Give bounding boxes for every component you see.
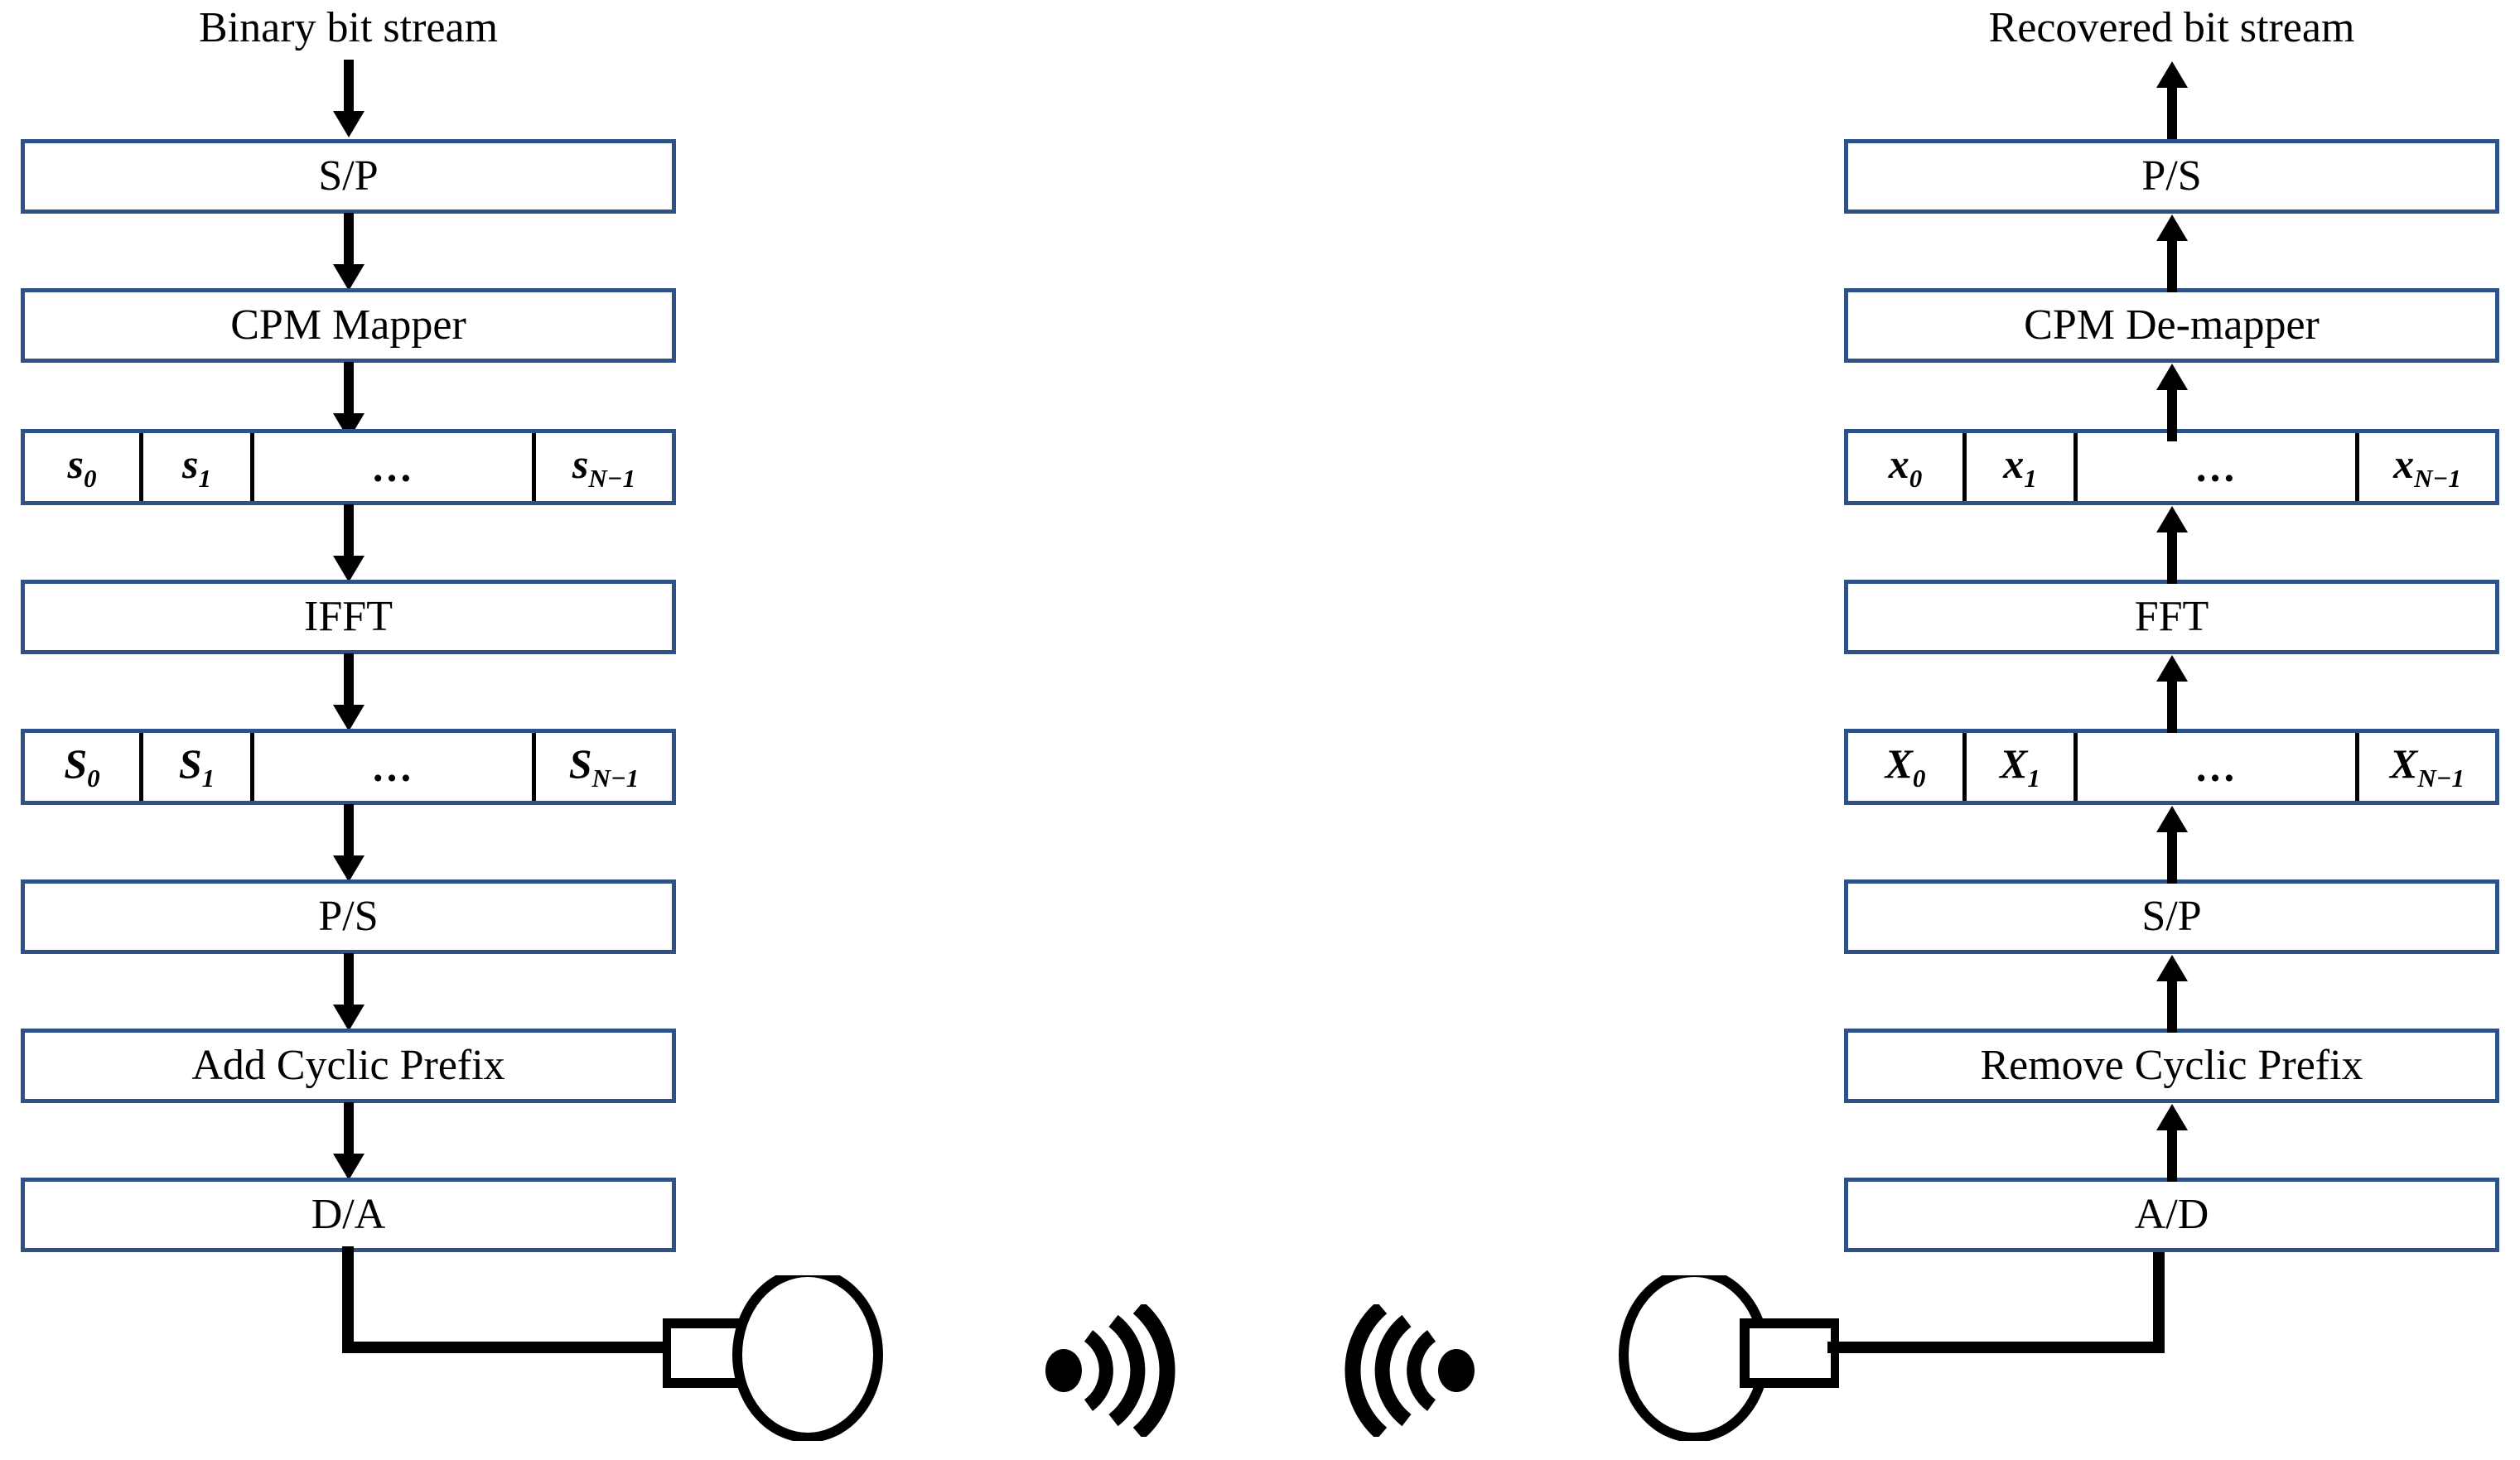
tx-block-ps-label: P/S bbox=[318, 893, 379, 940]
tx-block-ifft-label: IFFT bbox=[304, 593, 393, 640]
tx-arrow-addcp-to-da bbox=[331, 1102, 366, 1182]
rx-sample-cell: X1 bbox=[1967, 733, 2078, 801]
tx-block-da[interactable]: D/A bbox=[21, 1178, 676, 1252]
rx-symbol-cell: x1 bbox=[1967, 433, 2078, 501]
rx-arrow-fft-to-symbols bbox=[2155, 504, 2189, 584]
rx-arrow-sp-to-samples bbox=[2155, 804, 2189, 884]
tx-sample-cell: S1 bbox=[143, 733, 254, 801]
tx-symbol-cell-ellipsis: … bbox=[254, 433, 536, 501]
tx-symbol-cell: sN−1 bbox=[572, 441, 636, 493]
rx-block-ps-label: P/S bbox=[2141, 152, 2202, 200]
rx-symbol-cell: x0 bbox=[1848, 433, 1967, 501]
rx-block-sp-label: S/P bbox=[2141, 893, 2202, 940]
rx-block-cpm-demapper[interactable]: CPM De-mapper bbox=[1844, 288, 2499, 363]
tx-arrow-ifft-to-samples bbox=[331, 653, 366, 733]
rx-block-sp[interactable]: S/P bbox=[1844, 879, 2499, 954]
rx-output-caption: Recovered bit stream bbox=[1988, 4, 2355, 51]
rx-block-fft-label: FFT bbox=[2134, 593, 2209, 640]
tx-arrow-samples-to-ps bbox=[331, 804, 366, 884]
tx-block-ifft[interactable]: IFFT bbox=[21, 580, 676, 654]
rx-symbol-cell: xN−1 bbox=[2393, 441, 2461, 493]
rx-arrow-ad-to-removecp bbox=[2155, 1102, 2189, 1182]
tx-arrow-input-to-sp bbox=[331, 60, 366, 139]
tx-sample-cell-ellipsis: … bbox=[254, 733, 536, 801]
tx-block-sp[interactable]: S/P bbox=[21, 139, 676, 214]
transmitted-radio-wave-icon bbox=[1045, 1304, 1178, 1437]
tx-input-caption: Binary bit stream bbox=[198, 4, 499, 51]
tx-symbol-cell: s0 bbox=[25, 433, 143, 501]
tx-block-da-label: D/A bbox=[311, 1191, 386, 1238]
tx-block-cpm-mapper-label: CPM Mapper bbox=[230, 301, 466, 349]
rx-block-ps[interactable]: P/S bbox=[1844, 139, 2499, 214]
tx-block-add-cyclic-prefix-label: Add Cyclic Prefix bbox=[191, 1042, 505, 1089]
rx-arrow-symbols-to-demapper bbox=[2155, 362, 2189, 441]
rx-block-cpm-demapper-label: CPM De-mapper bbox=[2024, 301, 2320, 349]
rx-block-ad[interactable]: A/D bbox=[1844, 1178, 2499, 1252]
receive-antenna bbox=[1574, 1275, 1839, 1441]
tx-sample-cell: S0 bbox=[25, 733, 143, 801]
tx-block-add-cyclic-prefix[interactable]: Add Cyclic Prefix bbox=[21, 1029, 676, 1103]
rx-block-remove-cyclic-prefix-label: Remove Cyclic Prefix bbox=[1980, 1042, 2363, 1089]
rx-block-remove-cyclic-prefix[interactable]: Remove Cyclic Prefix bbox=[1844, 1029, 2499, 1103]
rx-symbol-cell-ellipsis: … bbox=[2078, 433, 2359, 501]
rx-block-ad-label: A/D bbox=[2134, 1191, 2209, 1238]
tx-symbol-cell: s1 bbox=[143, 433, 254, 501]
tx-symbol-row-s: s0 s1 … sN−1 bbox=[21, 429, 676, 505]
rx-arrow-demapper-to-ps bbox=[2155, 213, 2189, 292]
rx-sample-cell: X0 bbox=[1848, 733, 1967, 801]
rx-feed-line bbox=[1827, 1246, 2175, 1362]
rx-sample-cell: XN−1 bbox=[2389, 740, 2465, 793]
rx-arrow-samples-to-fft bbox=[2155, 653, 2189, 733]
tx-arrow-ps-to-addcp bbox=[331, 953, 366, 1033]
rx-block-fft[interactable]: FFT bbox=[1844, 580, 2499, 654]
tx-block-ps[interactable]: P/S bbox=[21, 879, 676, 954]
tx-arrow-mapper-to-symbols bbox=[331, 362, 366, 441]
rx-symbol-row-X: X0 X1 … XN−1 bbox=[1844, 729, 2499, 805]
tx-block-sp-label: S/P bbox=[318, 152, 379, 200]
rx-arrow-removecp-to-sp bbox=[2155, 953, 2189, 1033]
received-radio-wave-icon bbox=[1342, 1304, 1475, 1437]
tx-sample-cell: SN−1 bbox=[568, 740, 640, 793]
tx-arrow-symbols-to-ifft bbox=[331, 504, 366, 584]
rx-sample-cell-ellipsis: … bbox=[2078, 733, 2359, 801]
tx-feed-line bbox=[331, 1246, 679, 1362]
tx-block-cpm-mapper[interactable]: CPM Mapper bbox=[21, 288, 676, 363]
transmit-antenna bbox=[663, 1275, 928, 1441]
tx-symbol-row-S: S0 S1 … SN−1 bbox=[21, 729, 676, 805]
tx-arrow-sp-to-mapper bbox=[331, 213, 366, 292]
rx-arrow-ps-to-output bbox=[2155, 60, 2189, 139]
